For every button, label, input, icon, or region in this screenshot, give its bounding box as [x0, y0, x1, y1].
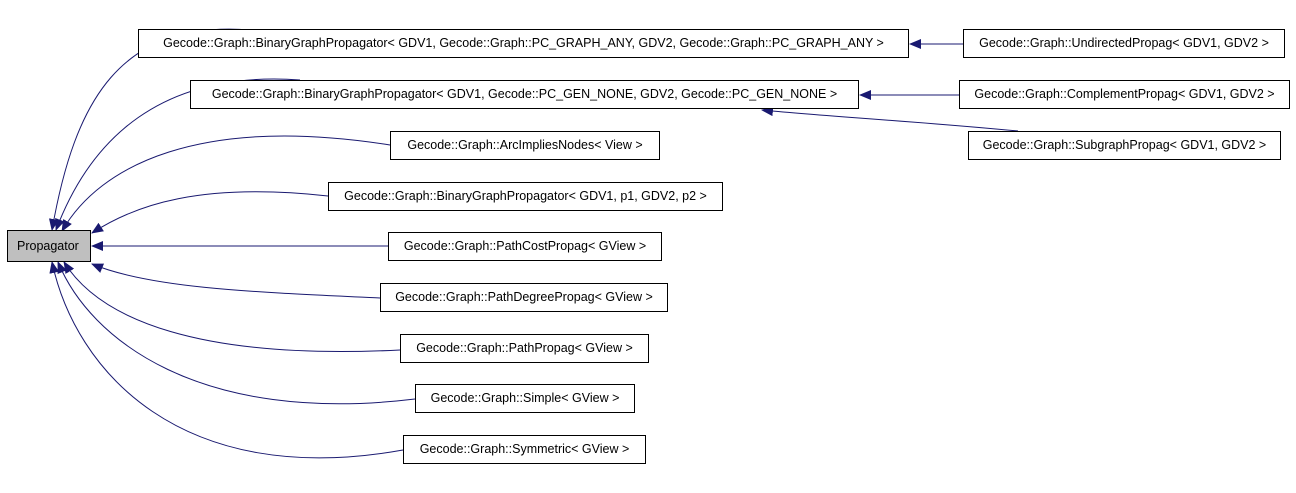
node-propagator[interactable]: Propagator: [7, 230, 91, 262]
edge-arc-implies-to-propagator: [61, 135, 391, 232]
edge-path-degree-to-propagator: [91, 263, 381, 299]
node-path-cost-propag[interactable]: Gecode::Graph::PathCostPropag< GView >: [388, 232, 662, 261]
node-arc-implies-nodes[interactable]: Gecode::Graph::ArcImpliesNodes< View >: [390, 131, 660, 160]
node-subgraph-propag[interactable]: Gecode::Graph::SubgraphPropag< GDV1, GDV…: [968, 131, 1281, 160]
node-binary-graph-propagator-pc-graph-any[interactable]: Gecode::Graph::BinaryGraphPropagator< GD…: [138, 29, 909, 58]
node-path-degree-propag[interactable]: Gecode::Graph::PathDegreePropag< GView >: [380, 283, 668, 312]
edge-path-to-propagator: [63, 261, 401, 353]
node-binary-graph-propagator-generic[interactable]: Gecode::Graph::BinaryGraphPropagator< GD…: [328, 182, 723, 211]
edge-simple-to-propagator: [57, 261, 416, 405]
edge-bgp-generic-to-propagator: [91, 191, 329, 234]
edge-bgp-any-to-propagator: [48, 28, 251, 231]
node-undirected-propag[interactable]: Gecode::Graph::UndirectedPropag< GDV1, G…: [963, 29, 1285, 58]
node-symmetric[interactable]: Gecode::Graph::Symmetric< GView >: [403, 435, 646, 464]
node-path-propag[interactable]: Gecode::Graph::PathPropag< GView >: [400, 334, 649, 363]
edge-subgraph-to-bgp-none: [761, 106, 1019, 132]
node-binary-graph-propagator-pc-gen-none[interactable]: Gecode::Graph::BinaryGraphPropagator< GD…: [190, 80, 859, 109]
edge-symmetric-to-propagator: [49, 261, 404, 459]
node-simple[interactable]: Gecode::Graph::Simple< GView >: [415, 384, 635, 413]
node-complement-propag[interactable]: Gecode::Graph::ComplementPropag< GDV1, G…: [959, 80, 1290, 109]
